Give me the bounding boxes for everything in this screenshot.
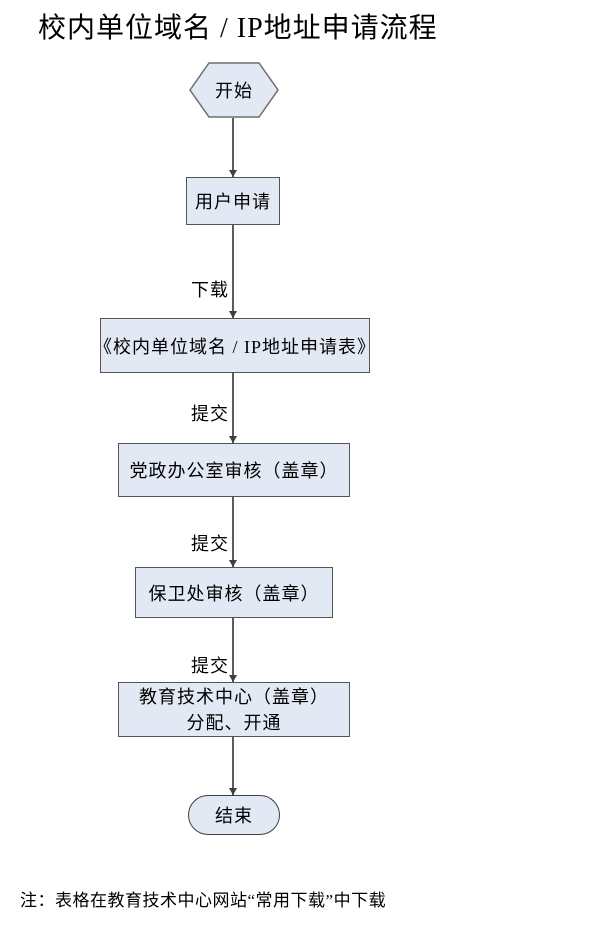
arrowhead-down-icon: [229, 170, 237, 177]
footnote: 注：表格在教育技术中心网站“常用下载”中下载: [20, 891, 387, 910]
flow-connector-4: [229, 497, 237, 567]
flow-node-end-label: 结束: [215, 806, 253, 826]
flow-connector-3: [229, 373, 237, 443]
arrowhead-down-icon: [229, 560, 237, 567]
flow-node-security-dept-review: 保卫处审核（盖章）: [135, 567, 333, 618]
hexagon-shape: [189, 62, 279, 118]
edge-label-submit-1: 提交: [191, 404, 229, 424]
flow-node-edu-tech-center: 教育技术中心（盖章） 分配、开通: [118, 682, 350, 737]
flow-node-edu-tech-center-label-line2: 分配、开通: [186, 712, 282, 733]
flow-node-security-dept-review-label: 保卫处审核（盖章）: [148, 583, 320, 604]
flow-connector-6: [229, 737, 237, 795]
arrowhead-down-icon: [229, 311, 237, 318]
flow-connector-2: [229, 225, 237, 318]
flow-node-user-apply-label: 用户申请: [195, 192, 271, 212]
arrowhead-down-icon: [229, 675, 237, 682]
flow-node-start: 开始: [189, 62, 279, 118]
flow-node-edu-tech-center-label-line1: 教育技术中心（盖章）: [139, 686, 329, 707]
arrowhead-down-icon: [229, 788, 237, 795]
flow-connector-5: [229, 618, 237, 682]
flow-node-application-form: 《校内单位域名 / IP地址申请表》: [94, 318, 375, 373]
page-title: 校内单位域名 / IP地址申请流程: [38, 13, 438, 44]
flow-node-application-form-label: 《校内单位域名 / IP地址申请表》: [94, 336, 377, 357]
flow-node-user-apply: 用户申请: [186, 177, 280, 225]
flow-connector-1: [229, 118, 237, 177]
arrowhead-down-icon: [229, 436, 237, 443]
edge-label-submit-2: 提交: [191, 534, 229, 554]
flow-node-start-label: 开始: [215, 81, 253, 101]
flow-node-party-gov-office-review: 党政办公室审核（盖章）: [118, 443, 350, 497]
edge-label-submit-3: 提交: [191, 656, 229, 676]
flow-node-end: 结束: [188, 795, 280, 835]
edge-label-download: 下载: [191, 280, 229, 300]
flow-node-party-gov-office-review-label: 党政办公室审核（盖章）: [129, 461, 339, 481]
